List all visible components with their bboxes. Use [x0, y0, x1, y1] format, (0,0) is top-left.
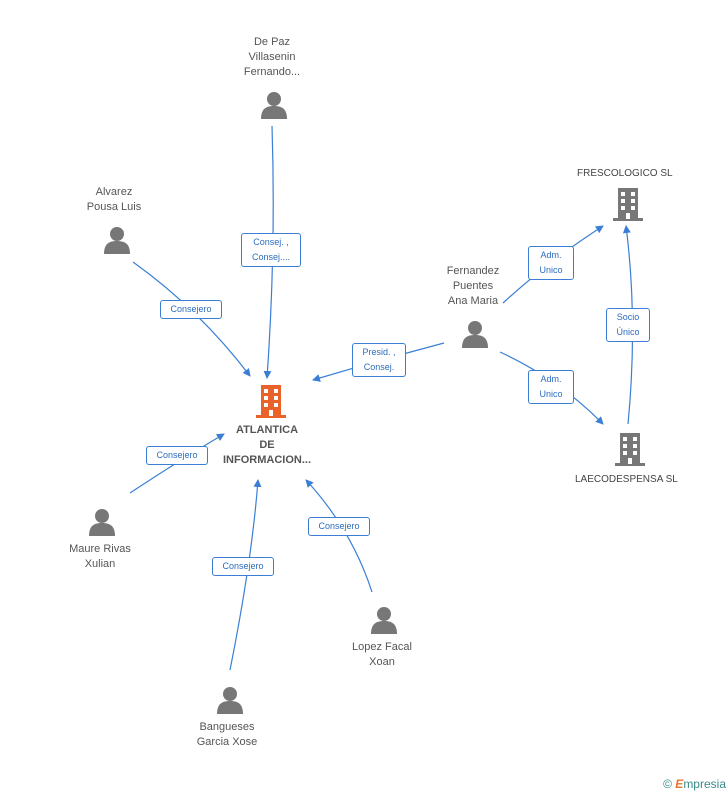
edge-label-laeco-fresco: Socio Único — [606, 308, 650, 342]
company-label-frescologico[interactable]: FRESCOLOGICO SL — [577, 168, 673, 179]
edge-label-fernandez: Presid. , Consej. — [352, 343, 406, 377]
center-company-name[interactable]: ATLANTICA DE INFORMACION... — [223, 424, 311, 466]
frescologico-building-icon — [613, 188, 643, 221]
edge-label-lopez: Consejero — [308, 517, 370, 536]
person-label-bangueses[interactable]: Bangueses Garcia Xose — [196, 721, 258, 748]
edge-label-depaz: Consej. , Consej.... — [241, 233, 301, 267]
person-label-alvarez[interactable]: Alvarez Pousa Luis — [86, 186, 142, 213]
edge-label-alvarez: Consejero — [160, 300, 222, 319]
company-label-laecodespensa[interactable]: LAECODESPENSA SL — [575, 474, 678, 485]
person-icon-fernandez — [462, 321, 488, 348]
person-label-lopez[interactable]: Lopez Facal Xoan — [352, 641, 412, 668]
brand-logo-text: mpresia — [683, 777, 726, 791]
center-building-icon — [256, 385, 286, 418]
person-label-maure[interactable]: Maure Rivas Xulian — [69, 543, 131, 570]
person-icon-maure — [89, 509, 115, 536]
edge-label-fern-laeco: Adm. Unico — [528, 370, 574, 404]
edge-label-fern-fresco: Adm. Unico — [528, 246, 574, 280]
edge-lopez — [305, 479, 373, 593]
edge-label-bangueses: Consejero — [212, 557, 274, 576]
edge-alvarez — [132, 261, 251, 377]
brand-logo-initial: E — [675, 777, 684, 791]
copyright-icon: © — [663, 777, 672, 791]
laecodespensa-building-icon — [615, 433, 645, 466]
person-icon-bangueses — [217, 687, 243, 714]
edge-label-maure: Consejero — [146, 446, 208, 465]
person-label-fernandez[interactable]: Fernandez Puentes Ana Maria — [446, 265, 500, 307]
brand-footer[interactable]: © Empresia — [663, 777, 726, 791]
person-label-depaz[interactable]: De Paz Villasenin Fernando... — [243, 36, 301, 78]
person-icon-alvarez — [104, 227, 130, 254]
person-icon-depaz — [261, 92, 287, 119]
person-icon-lopez — [371, 607, 397, 634]
